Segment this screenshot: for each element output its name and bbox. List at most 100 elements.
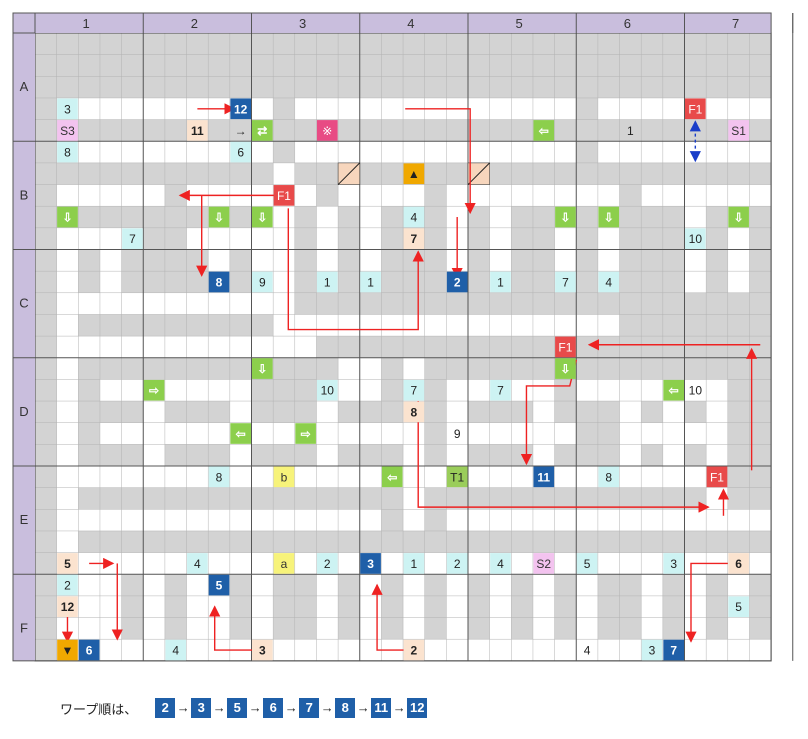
marker-tile — [208, 271, 230, 293]
marker-tile — [555, 358, 576, 379]
marker-label: ⇦ — [386, 470, 397, 484]
marker-label: F1 — [688, 102, 702, 116]
warp-chip: 8 — [335, 698, 356, 718]
marker-tile — [490, 379, 511, 401]
forced-arrow — [417, 401, 710, 513]
marker-tile — [57, 596, 78, 618]
num-marker: 1 — [490, 271, 511, 293]
marker-tile — [360, 553, 381, 574]
corridor — [489, 574, 512, 640]
marker-label: 8 — [216, 275, 223, 289]
marker-tile — [403, 639, 425, 661]
corridor — [403, 574, 425, 640]
marker-label: 6 — [237, 146, 244, 160]
marker-tile — [663, 639, 684, 661]
legend-arrow: → — [248, 700, 262, 715]
corridor — [99, 574, 122, 640]
corridor — [641, 574, 663, 640]
corridor — [446, 574, 468, 640]
marker-tile — [57, 120, 78, 141]
marker-tile — [122, 228, 143, 249]
marker-tile — [403, 206, 425, 228]
marker-tile — [728, 596, 749, 618]
corridor — [359, 574, 382, 640]
marker-label: 11 — [537, 470, 550, 484]
corridor — [56, 184, 165, 207]
letter-marker: a — [273, 553, 295, 574]
legend-label: ワープ順は、 — [60, 701, 138, 717]
num-marker: 1 — [316, 271, 338, 293]
marker-label: ⇩ — [257, 362, 267, 376]
corridor — [273, 162, 295, 358]
forced-arrow — [405, 108, 476, 215]
marker-tile — [57, 98, 78, 120]
stairs-marker: ▲ — [403, 163, 425, 185]
warp-sequence: 2→3→5→6→7→8→11→12 — [155, 698, 428, 718]
warp-marker: 5 — [208, 574, 230, 596]
forced-move-arrows — [61, 103, 761, 651]
corridor — [294, 141, 577, 163]
marker-tile — [403, 401, 425, 423]
plain-marker: 10 — [689, 384, 703, 398]
num-marker: 3 — [663, 553, 684, 574]
marker-label: S2 — [536, 557, 551, 571]
marker-label: S1 — [731, 124, 746, 138]
legend-arrow: → — [356, 700, 370, 715]
marker-tile — [446, 466, 468, 488]
marker-label: ⇩ — [560, 211, 570, 225]
column-label: 7 — [732, 16, 739, 31]
marker-tile — [446, 553, 468, 574]
marker-tile — [663, 553, 684, 574]
plain-marker: 1 — [627, 124, 634, 138]
num-marker: 8 — [598, 466, 620, 488]
num-marker: 8 — [208, 466, 230, 488]
corridor — [294, 314, 620, 337]
forced-arrow — [209, 605, 254, 651]
num-marker: 3 — [57, 98, 78, 120]
marker-label: 8 — [64, 146, 71, 160]
marker-label: 7 — [411, 232, 418, 246]
warp-marker: 8 — [208, 271, 230, 293]
marker-label: 5 — [64, 557, 71, 571]
slope-line — [337, 162, 361, 185]
marker-tile — [403, 553, 425, 574]
forced-marker: F1 — [706, 466, 728, 488]
marker-tile — [706, 466, 728, 488]
marker-label: 3 — [64, 102, 71, 116]
oneway-marker: ⇩ — [555, 206, 576, 228]
marker-tile — [252, 120, 273, 141]
marker-label: 10 — [689, 384, 703, 398]
treasure-marker: T1 — [446, 466, 468, 488]
num-marker: 10 — [316, 379, 338, 401]
legend-arrow: → — [212, 700, 226, 715]
marker-tile — [273, 553, 295, 574]
warp-marker: 2 — [446, 271, 468, 293]
forced-marker: F1 — [685, 98, 706, 120]
marker-tile — [555, 206, 576, 228]
marker-label: 10 — [321, 384, 335, 398]
marker-label: ⇦ — [235, 427, 246, 441]
marker-tile — [57, 141, 78, 163]
marker-label: ▼ — [62, 644, 74, 658]
start-marker: S2 — [533, 553, 555, 574]
marker-label: ⇩ — [257, 211, 267, 225]
marker-label: F1 — [277, 189, 291, 203]
oneway-marker: ⇦ — [663, 379, 684, 401]
marker-tile — [273, 185, 295, 206]
marker-tile — [598, 466, 620, 488]
marker-label: ⇩ — [62, 211, 72, 225]
oneway-marker: ⇨ — [143, 379, 165, 401]
marker-tile — [187, 120, 208, 141]
row-label: C — [19, 296, 28, 311]
marker-tile — [533, 466, 555, 488]
plain-marker: 9 — [454, 427, 461, 441]
marker-label: 7 — [411, 384, 418, 398]
corridor — [294, 336, 317, 358]
marker-label: 2 — [411, 644, 418, 658]
marker-label: 2 — [454, 557, 461, 571]
warp-chip: 3 — [191, 698, 212, 718]
marker-label: → — [235, 124, 247, 138]
corridor — [316, 574, 339, 640]
